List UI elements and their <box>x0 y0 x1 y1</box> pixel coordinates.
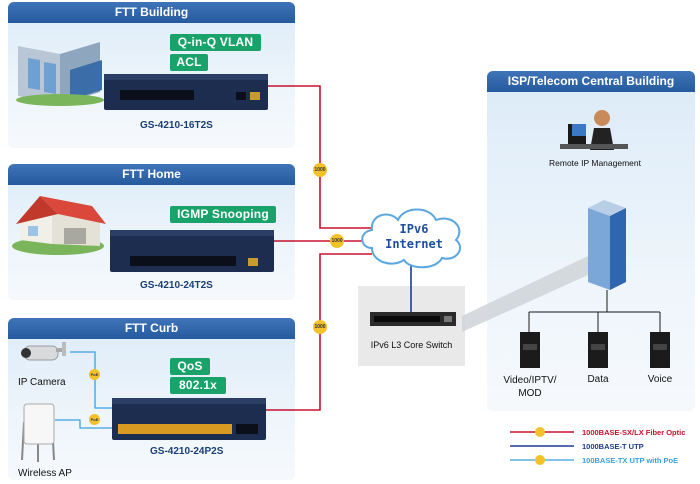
tag-acl: ACL <box>170 54 208 71</box>
model-gs-4210-24t2s: GS-4210-24T2S <box>140 280 213 291</box>
poe-link-ap <box>55 419 118 429</box>
ipv6-cloud <box>361 208 461 269</box>
fiber-badge-home: 1000 <box>330 234 344 248</box>
wireless-ap-label: Wireless AP <box>18 468 72 479</box>
ftt-curb-title: FTT Curb <box>8 318 295 339</box>
legend-fiber-label: 1000BASE-SX/LX Fiber Optic <box>582 428 686 437</box>
core-switch-device <box>370 312 456 326</box>
switch-gs-4210-24t2s <box>110 230 274 272</box>
endpoint-voice-label: Voice <box>647 374 673 385</box>
isp-lines <box>528 290 661 332</box>
server-voice <box>650 332 670 368</box>
model-gs-4210-16t2s: GS-4210-16T2S <box>140 120 213 131</box>
core-switch-label: IPv6 L3 Core Switch <box>370 340 453 350</box>
fiber-badge-curb: 1000 <box>313 320 327 334</box>
poe-badge-ap: PoE <box>89 414 100 425</box>
model-gs-4210-24p2s: GS-4210-24P2S <box>150 446 224 457</box>
isp-tower <box>588 200 626 290</box>
cloud-text-line2: Internet <box>385 237 443 251</box>
fiber-links <box>262 85 372 411</box>
remote-admin-illustration <box>560 110 628 150</box>
legend-fiber-badge <box>535 427 545 437</box>
ftt-building-title: FTT Building <box>8 2 295 23</box>
isp-title: ISP/Telecom Central Building <box>487 71 695 92</box>
fiber-link-building <box>268 85 372 229</box>
poe-links <box>55 351 118 429</box>
ftt-home-title: FTT Home <box>8 164 295 185</box>
fiber-badge-building: 1000 <box>313 163 327 177</box>
legend-utp-label: 1000BASE-T UTP <box>582 442 644 451</box>
poe-badge-camera: PoE <box>89 369 100 380</box>
tag-igmp-snooping: IGMP Snooping <box>170 206 276 223</box>
switch-gs-4210-24p2s <box>112 398 266 440</box>
server-video <box>520 332 540 368</box>
endpoint-data-label: Data <box>587 374 609 385</box>
endpoint-video-label: Video/IPTV/ MOD <box>503 375 557 399</box>
tag-q-in-q-vlan: Q-in-Q VLAN <box>170 34 261 51</box>
house-illustration <box>12 196 106 255</box>
building-illustration <box>16 42 104 106</box>
wireless-ap-illustration <box>21 403 55 462</box>
cloud-text-line1: IPv6 <box>399 222 429 236</box>
server-data <box>588 332 608 368</box>
legend-poe-badge <box>535 455 545 465</box>
tag-802-1x: 802.1x <box>170 377 226 394</box>
tag-qos: QoS <box>170 358 210 375</box>
legend-poe-label: 100BASE-TX UTP with PoE <box>582 456 679 465</box>
remote-ip-management-label: Remote IP Management <box>549 158 641 168</box>
ip-camera-label: IP Camera <box>18 377 66 388</box>
link-beam <box>462 256 588 332</box>
switch-gs-4210-16t2s <box>104 74 268 110</box>
ftt-curb-panel: FTT Curb <box>8 318 295 480</box>
poe-link-camera <box>70 351 118 409</box>
ip-camera-illustration <box>21 342 66 361</box>
